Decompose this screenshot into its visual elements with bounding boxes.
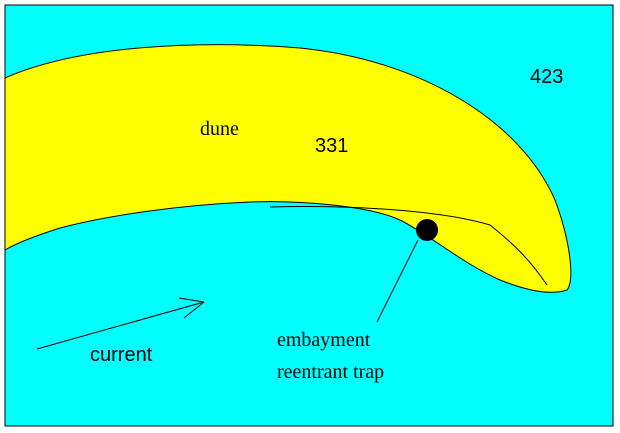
- trap-label-line2: reentrant trap: [277, 361, 384, 383]
- water-code-label: 423: [530, 66, 563, 88]
- dune-code-label: 331: [315, 135, 348, 157]
- dune-label: dune: [200, 118, 239, 140]
- trap-label-line1: embayment: [277, 329, 371, 351]
- trap-marker-icon: [416, 219, 438, 241]
- current-label: current: [90, 344, 153, 366]
